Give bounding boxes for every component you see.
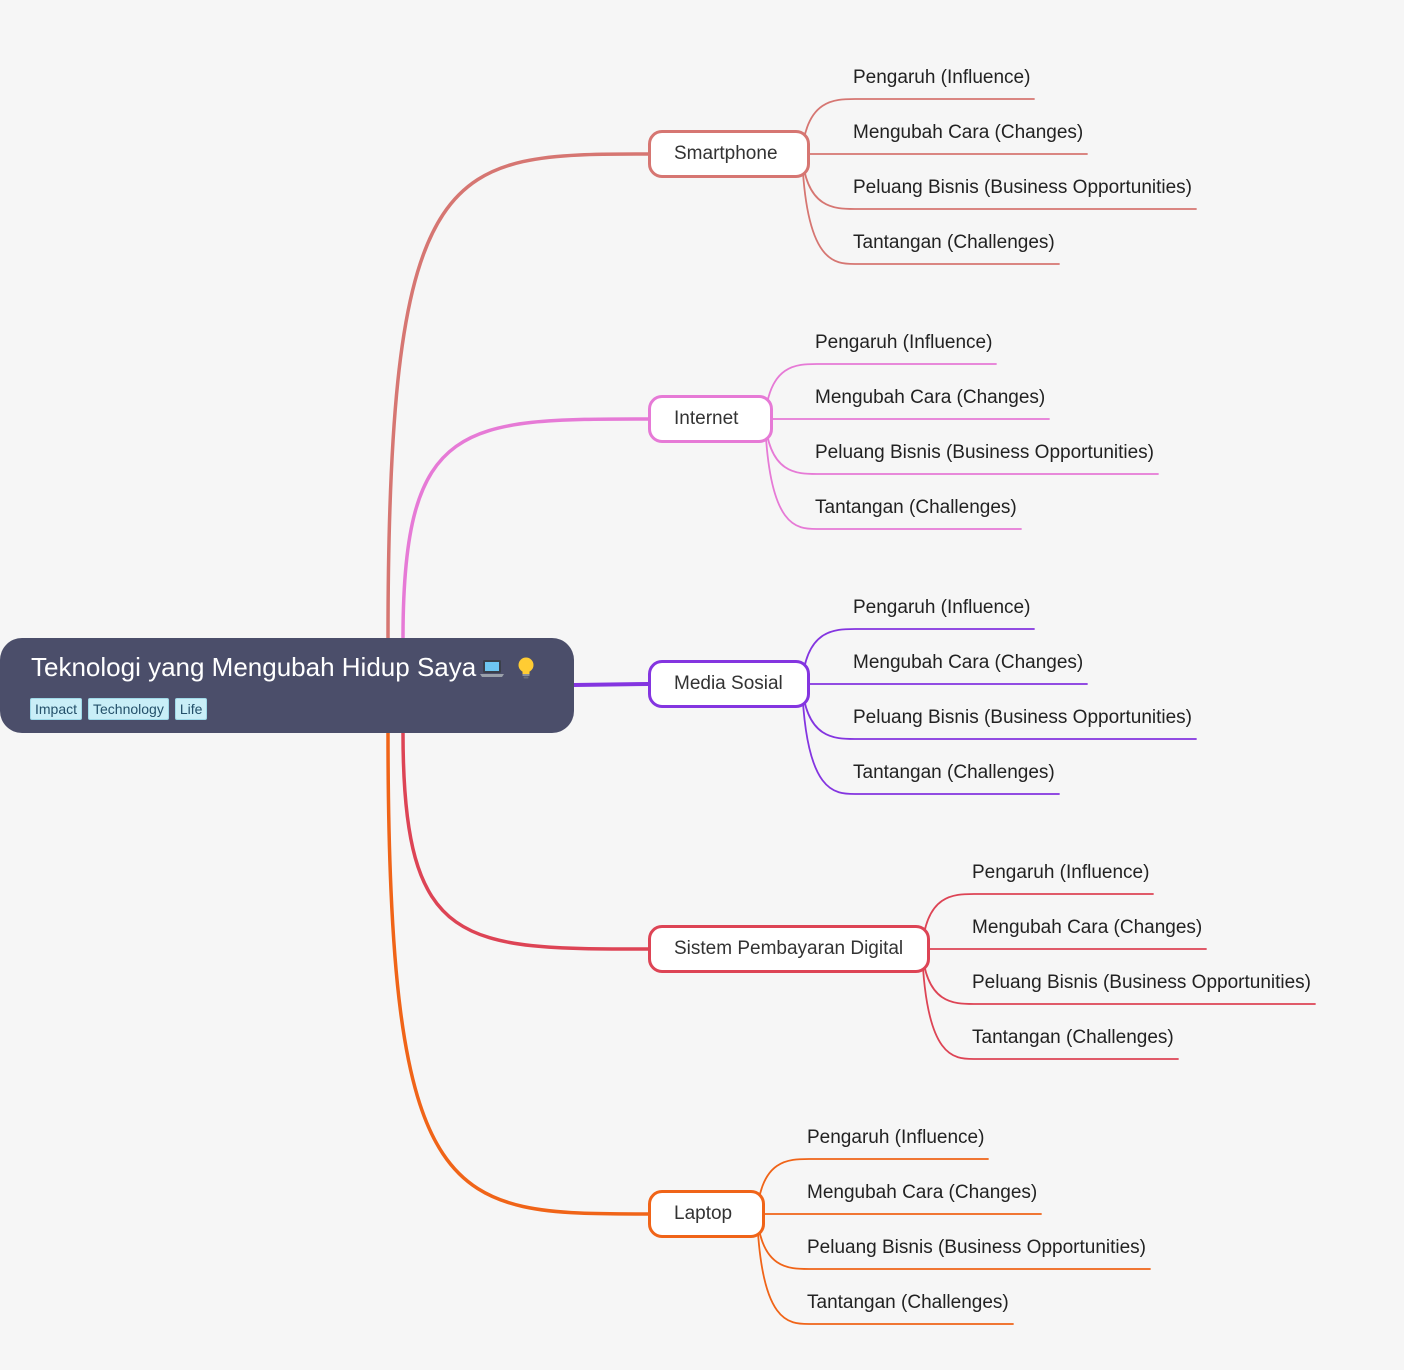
- branch-topic[interactable]: Laptop: [648, 1190, 765, 1238]
- sub-connector: [764, 418, 1022, 530]
- root-topic-icons: [478, 654, 542, 682]
- subtopic[interactable]: Peluang Bisnis (Business Opportunities): [853, 177, 1193, 198]
- label-tag[interactable]: Life: [174, 698, 208, 720]
- subtopic[interactable]: Mengubah Cara (Changes): [853, 122, 1084, 143]
- sub-connector: [801, 153, 1060, 265]
- root-topic-labels: Impact Technology Life: [30, 698, 208, 720]
- subtopic[interactable]: Peluang Bisnis (Business Opportunities): [807, 1237, 1147, 1258]
- sub-connector: [756, 1213, 1014, 1325]
- subtopic[interactable]: Mengubah Cara (Changes): [972, 917, 1203, 938]
- subtopic[interactable]: Peluang Bisnis (Business Opportunities): [853, 707, 1193, 728]
- main-connector: [572, 682, 650, 687]
- branch-topic[interactable]: Smartphone: [648, 130, 810, 178]
- light-bulb-emoji-icon: [518, 657, 534, 679]
- branch-topic[interactable]: Internet: [648, 395, 773, 443]
- label-tag[interactable]: Impact: [30, 698, 83, 720]
- sub-connector: [801, 683, 1060, 795]
- subtopic[interactable]: Pengaruh (Influence): [815, 332, 993, 353]
- laptop-emoji-icon: [480, 660, 504, 677]
- subtopic[interactable]: Peluang Bisnis (Business Opportunities): [815, 442, 1155, 463]
- subtopic[interactable]: Pengaruh (Influence): [853, 67, 1031, 88]
- subtopic[interactable]: Pengaruh (Influence): [853, 597, 1031, 618]
- main-connector: [386, 731, 650, 1216]
- main-connector: [401, 417, 650, 640]
- subtopic[interactable]: Mengubah Cara (Changes): [815, 387, 1046, 408]
- branch-topic[interactable]: Media Sosial: [648, 660, 810, 708]
- branch-topic[interactable]: Sistem Pembayaran Digital: [648, 925, 930, 973]
- subtopic[interactable]: Pengaruh (Influence): [972, 862, 1150, 883]
- subtopic[interactable]: Tantangan (Challenges): [853, 762, 1055, 783]
- root-topic-title: Teknologi yang Mengubah Hidup Saya: [31, 652, 477, 682]
- subtopic[interactable]: Pengaruh (Influence): [807, 1127, 985, 1148]
- sub-connector: [921, 948, 1179, 1060]
- subtopic[interactable]: Mengubah Cara (Changes): [807, 1182, 1038, 1203]
- label-tag[interactable]: Technology: [88, 698, 169, 720]
- subtopic[interactable]: Tantangan (Challenges): [972, 1027, 1174, 1048]
- subtopic[interactable]: Tantangan (Challenges): [853, 232, 1055, 253]
- subtopic[interactable]: Mengubah Cara (Changes): [853, 652, 1084, 673]
- main-connector: [401, 731, 650, 951]
- subtopic[interactable]: Peluang Bisnis (Business Opportunities): [972, 972, 1312, 993]
- subtopic[interactable]: Tantangan (Challenges): [815, 497, 1017, 518]
- main-connector: [386, 152, 650, 640]
- subtopic[interactable]: Tantangan (Challenges): [807, 1292, 1009, 1313]
- root-topic[interactable]: Teknologi yang Mengubah Hidup Saya: [0, 638, 574, 733]
